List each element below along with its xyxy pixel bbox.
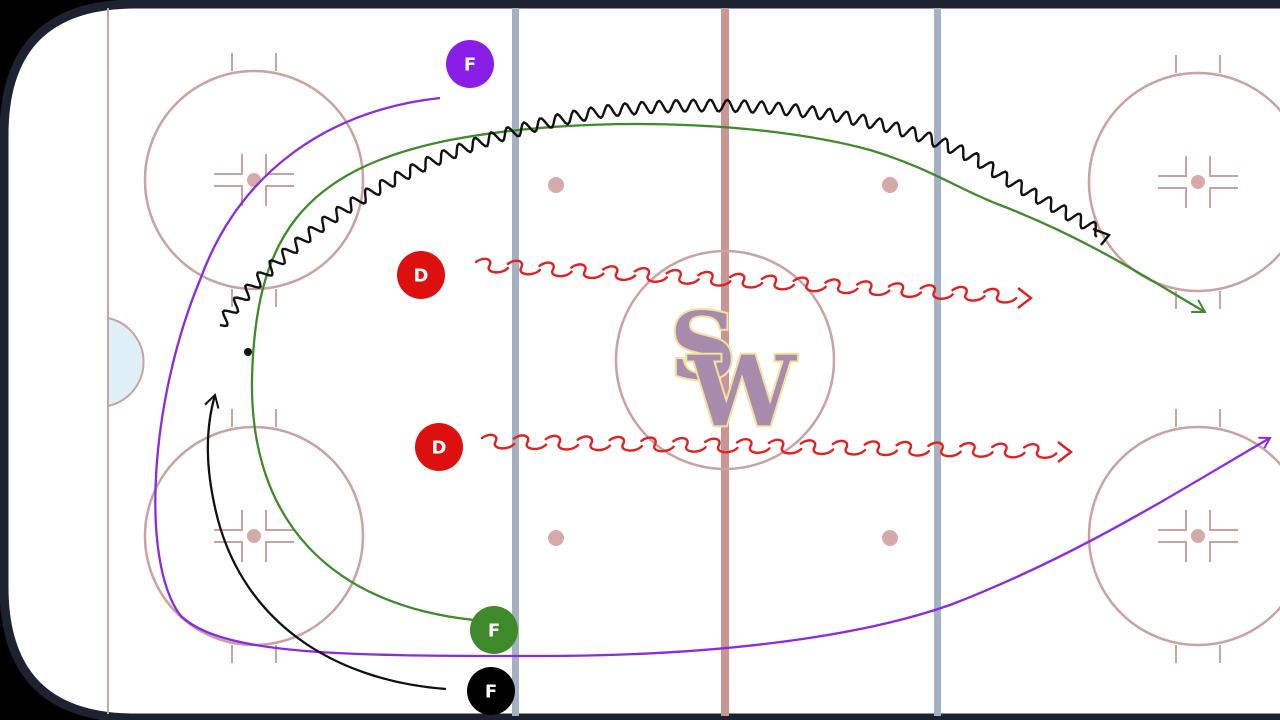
- faceoff-l-marks: [1158, 510, 1238, 562]
- player-label: F: [464, 55, 476, 76]
- player-marker: [467, 667, 515, 715]
- puck: [244, 348, 252, 356]
- faceoff-dot: [882, 530, 898, 546]
- faceoff-dot: [247, 173, 261, 187]
- player-f-green[interactable]: F: [470, 606, 518, 654]
- d-bottom-backward-arrowhead: [1057, 441, 1073, 463]
- blue-line-left: [512, 8, 519, 716]
- player-d-top[interactable]: D: [397, 251, 445, 299]
- center-red-line: [721, 8, 729, 716]
- player-label: D: [432, 438, 447, 459]
- goal-crease: [107, 316, 145, 408]
- player-f-purple[interactable]: F: [446, 40, 494, 88]
- player-label: F: [485, 682, 497, 703]
- puck-carry-arrowhead: [1092, 227, 1111, 246]
- player-label: D: [414, 266, 429, 287]
- d-top-backward-path: [474, 257, 1018, 304]
- player-marker: [470, 606, 518, 654]
- logo-letter-w: W: [687, 335, 797, 448]
- faceoff-dot: [1191, 529, 1205, 543]
- player-marker: [397, 251, 445, 299]
- player-f-black[interactable]: F: [467, 667, 515, 715]
- faceoff-circle-group: [1087, 409, 1280, 663]
- faceoff-dot: [882, 177, 898, 193]
- team-logo: S W: [668, 290, 799, 450]
- faceoff-circle: [143, 69, 365, 291]
- green-skate-path: [250, 122, 1207, 622]
- faceoff-circle: [1087, 425, 1280, 647]
- faceoff-l-marks: [1158, 156, 1238, 208]
- faceoff-circle: [1087, 71, 1280, 293]
- d-bottom-backward-path: [480, 433, 1058, 459]
- center-circle: [614, 249, 836, 471]
- faceoff-dot: [548, 177, 564, 193]
- puck-carry-path: [219, 98, 1098, 328]
- logo-letter-s: S: [670, 292, 736, 400]
- faceoff-l-marks: [214, 510, 294, 562]
- faceoff-circle-group: [1087, 55, 1280, 309]
- purple-skate-path: [154, 96, 1272, 658]
- player-marker: [415, 423, 463, 471]
- black-skate-path: [204, 393, 447, 691]
- player-d-bottom[interactable]: D: [415, 423, 463, 471]
- faceoff-l-marks: [214, 154, 294, 206]
- d-top-backward-arrowhead: [1017, 287, 1033, 309]
- player-marker: [446, 40, 494, 88]
- faceoff-dot: [247, 529, 261, 543]
- blue-line-right: [934, 8, 941, 716]
- faceoff-dot: [1191, 175, 1205, 189]
- faceoff-dot: [548, 530, 564, 546]
- player-label: F: [488, 621, 500, 642]
